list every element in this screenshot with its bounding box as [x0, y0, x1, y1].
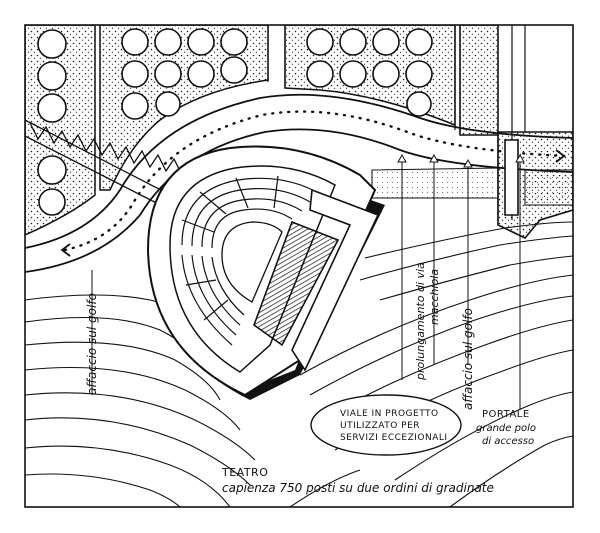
curved-road: [25, 93, 573, 273]
stage-wall: [291, 188, 380, 372]
label-affaccio-right: affaccio sul golfo: [461, 308, 475, 410]
leader-markers: [397, 153, 525, 168]
seating-rows: [181, 177, 323, 346]
label-teatro-1: TEATRO: [221, 466, 268, 479]
label-viale-3: SERVIZI ECCEZIONALI: [340, 433, 448, 443]
viale-bubble: [310, 394, 462, 456]
label-viale-2: UTILIZZATO PER: [340, 421, 420, 431]
portal: [497, 131, 573, 239]
label-portale-1: PORTALE: [482, 409, 530, 420]
stage: [253, 220, 340, 347]
label-affaccio-left: affaccio sul golfo: [85, 293, 99, 395]
label-portale-2: grande polo: [476, 423, 536, 434]
label-viale-1: VIALE IN PROGETTO: [340, 409, 439, 419]
label-teatro-2: capienza 750 posti su due ordini di grad…: [222, 481, 494, 495]
leader-lines: [91, 160, 521, 410]
label-prolungamento-2: macchiola: [428, 269, 441, 325]
orchestra: [221, 221, 283, 303]
access-strip: [371, 167, 499, 199]
contour-lines: [25, 221, 573, 507]
label-prolungamento-1: prolungamento di via: [414, 262, 427, 381]
trees: [37, 28, 433, 216]
label-portale-3: di accesso: [482, 436, 534, 447]
aisles: [181, 175, 279, 321]
theatre: [146, 145, 380, 397]
